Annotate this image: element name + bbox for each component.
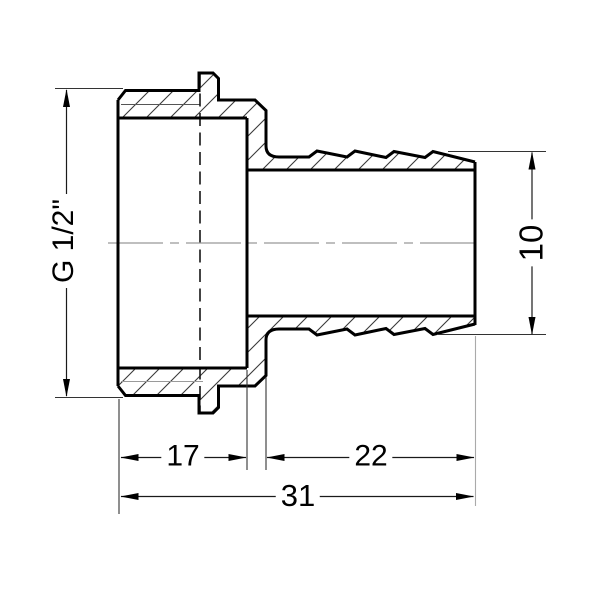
section-hatch-top [118,73,475,170]
thread-root-lines [121,103,203,383]
extension-lines [55,87,546,514]
dimension-label-barb-length: 22 [349,441,393,472]
section-hatch-bottom [118,316,475,413]
dimension-label-overall-length: 31 [275,479,321,511]
dimension-arrowheads [63,89,536,500]
dimension-label-thread-length: 17 [161,441,205,472]
dimension-label-thread-size: G 1/2" [47,193,80,289]
part-outline [116,71,477,415]
dimension-label-barb-diameter: 10 [513,219,550,267]
